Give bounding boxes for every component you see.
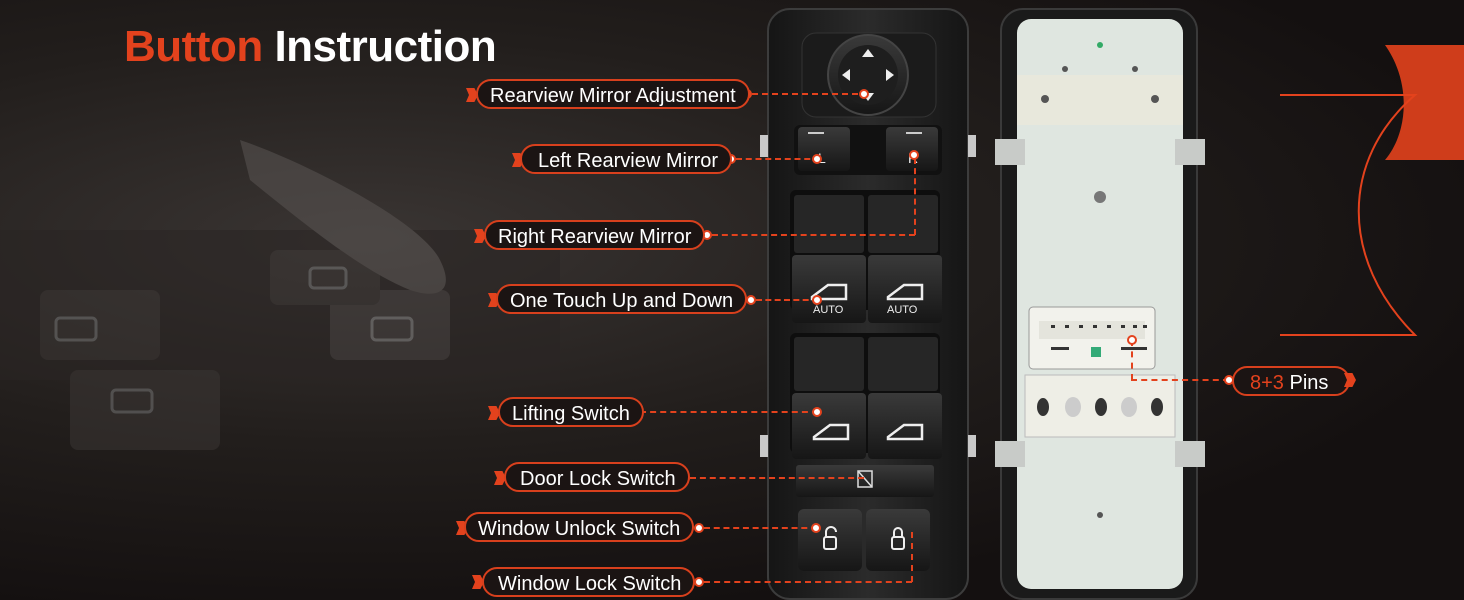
- switch-back: [995, 8, 1205, 600]
- label-pins: 8+3 Pins: [1232, 366, 1351, 396]
- connector-line: [1131, 379, 1229, 381]
- callout-dot: [812, 407, 822, 417]
- label-flag: [466, 88, 478, 102]
- label-right-mirror: Right Rearview Mirror: [484, 220, 706, 250]
- label-one-touch: One Touch Up and Down: [496, 284, 748, 314]
- front-right-window-button[interactable]: [868, 255, 942, 323]
- label-window-unlock: Window Unlock Switch: [464, 512, 695, 542]
- callout-dot: [812, 154, 822, 164]
- connector-line: [1131, 340, 1133, 380]
- lock-icon: [891, 527, 905, 550]
- connector-line: [752, 93, 858, 95]
- label-flag: [472, 575, 484, 589]
- label-door-lock: Door Lock Switch: [504, 462, 690, 492]
- title-part1: Button: [124, 22, 263, 71]
- connector-icon: [1028, 306, 1156, 370]
- auto-label-left: AUTO: [813, 304, 844, 316]
- window-unlock-button[interactable]: [798, 509, 862, 571]
- window-icon: [886, 283, 924, 301]
- label-flag: [474, 229, 486, 243]
- door-lock-button[interactable]: [796, 465, 934, 497]
- left-mirror-letter: L: [818, 150, 826, 166]
- label-window-lock: Window Lock Switch: [482, 567, 696, 597]
- door-lock-icon: [857, 470, 873, 488]
- connector-line: [914, 158, 916, 235]
- decorative-curve-icon: [1280, 45, 1464, 336]
- mirror-joystick-icon[interactable]: [827, 34, 909, 116]
- callout-dot: [746, 295, 756, 305]
- callout-dot: [1127, 335, 1137, 345]
- callout-dot: [859, 89, 869, 99]
- page-title: Button Instruction: [124, 22, 497, 72]
- label-flag: [488, 406, 500, 420]
- window-icon: [886, 423, 924, 441]
- left-mirror-button[interactable]: [798, 127, 850, 171]
- front-left-window-button[interactable]: [792, 255, 866, 323]
- pins-word: Pins: [1289, 372, 1329, 394]
- connector-line: [690, 477, 864, 479]
- pins-count: 8+3: [1250, 372, 1284, 394]
- callout-dot: [909, 150, 919, 160]
- window-icon: [812, 423, 850, 441]
- callout-dot: [694, 577, 704, 587]
- connector-line: [712, 234, 915, 236]
- connector-line: [640, 411, 818, 413]
- window-lock-button[interactable]: [866, 509, 930, 571]
- callout-dot: [812, 295, 822, 305]
- auto-label-right: AUTO: [887, 304, 918, 316]
- right-mirror-button[interactable]: [886, 127, 938, 171]
- connector-line: [756, 299, 818, 301]
- label-left-mirror: Left Rearview Mirror: [520, 144, 733, 174]
- connector-line: [704, 527, 817, 529]
- label-flag: [1344, 373, 1356, 387]
- unlock-icon: [823, 526, 837, 550]
- label-mirror-adjust: Rearview Mirror Adjustment: [476, 79, 750, 109]
- finger-photo-icon: [0, 140, 560, 450]
- label-lifting-switch: Lifting Switch: [498, 397, 644, 427]
- label-flag: [494, 471, 506, 485]
- connector-line: [736, 158, 820, 160]
- connector-line: [911, 532, 913, 582]
- title-part2: Instruction: [274, 22, 497, 71]
- callout-dot: [694, 523, 704, 533]
- connector-line: [704, 581, 912, 583]
- callout-dot: [811, 523, 821, 533]
